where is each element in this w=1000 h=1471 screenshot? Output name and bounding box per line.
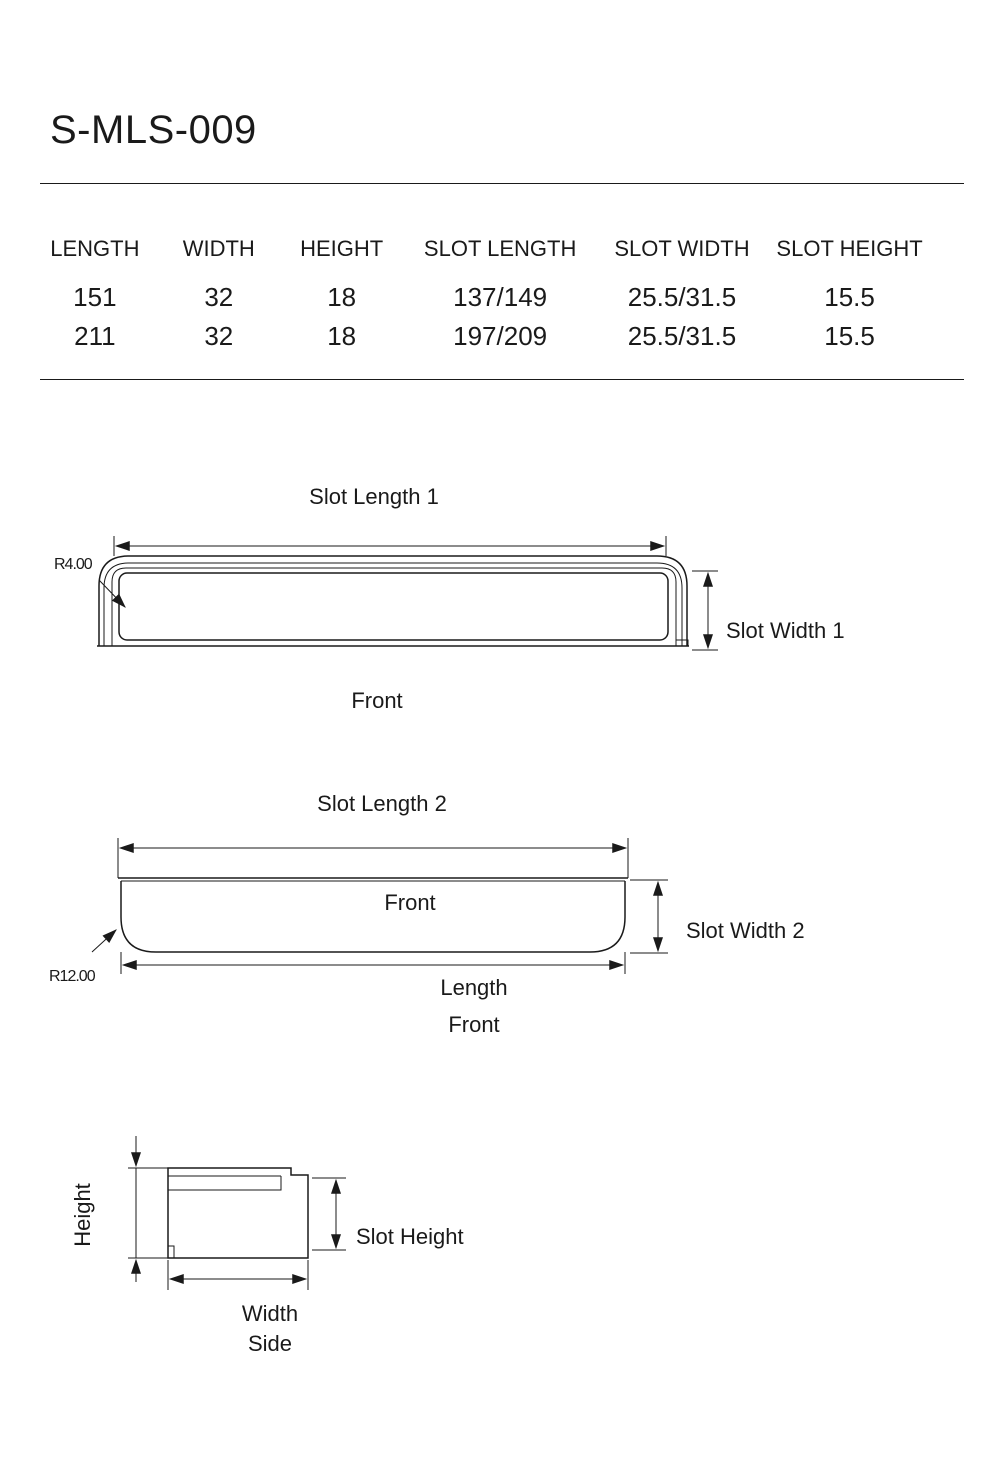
slot-opening — [118, 572, 669, 641]
slot-width-1-label: Slot Width 1 — [726, 618, 845, 643]
front-view-2-inner-label: Front — [384, 890, 435, 915]
cell-slot-height: 15.5 — [824, 321, 875, 351]
header-slot-height: SLOT HEIGHT — [776, 236, 923, 261]
header-height: HEIGHT — [300, 236, 384, 261]
side-view-caption: Side — [248, 1331, 292, 1356]
cell-slot-height: 15.5 — [824, 282, 875, 312]
length-label: Length — [440, 975, 507, 1000]
slot-length-1-label: Slot Length 1 — [309, 484, 439, 509]
radius-label-r12: R12.00 — [49, 968, 96, 985]
table-row: 211 32 18 197/209 25.5/31.5 15.5 — [40, 319, 940, 358]
cell-length: 151 — [73, 282, 117, 312]
header-width: WIDTH — [182, 236, 255, 261]
height-label: Height — [70, 1183, 95, 1247]
spec-table: LENGTH WIDTH HEIGHT SLOT LENGTH SLOT WID… — [40, 236, 940, 358]
cell-height: 18 — [327, 282, 357, 312]
header-length: LENGTH — [50, 236, 140, 261]
bottom-divider — [40, 379, 964, 380]
top-divider — [40, 183, 964, 184]
cell-width: 32 — [204, 282, 234, 312]
product-title: S-MLS-009 — [50, 108, 257, 152]
front-view-1-caption: Front — [351, 688, 402, 713]
cell-width: 32 — [204, 321, 234, 351]
side-profile-foot — [168, 1245, 175, 1258]
cell-slot-width: 25.5/31.5 — [627, 282, 737, 312]
outer-frame — [98, 555, 688, 646]
slot-height-label: Slot Height — [356, 1224, 464, 1249]
side-profile-step — [168, 1176, 282, 1191]
spec-header-row: LENGTH WIDTH HEIGHT SLOT LENGTH SLOT WID… — [40, 236, 940, 280]
radius-label-r4: R4.00 — [54, 556, 93, 573]
cell-slot-length: 197/209 — [453, 321, 548, 351]
side-profile — [167, 1167, 309, 1259]
front-view-2-caption: Front — [448, 1012, 499, 1037]
table-row: 151 32 18 137/149 25.5/31.5 15.5 — [40, 280, 940, 319]
corner-tab — [675, 639, 689, 647]
slot-wall — [111, 567, 677, 646]
slot-width-2-label: Slot Width 2 — [686, 918, 805, 943]
radius-leader — [98, 579, 126, 608]
header-slot-width: SLOT WIDTH — [614, 236, 750, 261]
slot-length-2-label: Slot Length 2 — [317, 791, 447, 816]
front-view-1: Slot Length 1 R4.00 Slot Width 1 Front — [54, 484, 845, 713]
header-slot-length: SLOT LENGTH — [423, 236, 577, 261]
front-view-2: Slot Length 2 Front R12.00 Slot Width 2 … — [49, 791, 805, 1037]
radius-leader — [91, 929, 117, 953]
outer-frame-inner-edge — [103, 562, 683, 646]
cell-slot-width: 25.5/31.5 — [627, 321, 737, 351]
width-label: Width — [242, 1301, 298, 1326]
side-view: Height Slot Height Width Side — [70, 1136, 464, 1356]
cell-length: 211 — [74, 321, 116, 351]
slot-profile — [120, 881, 626, 953]
cell-height: 18 — [327, 321, 357, 351]
cell-slot-length: 137/149 — [453, 282, 548, 312]
